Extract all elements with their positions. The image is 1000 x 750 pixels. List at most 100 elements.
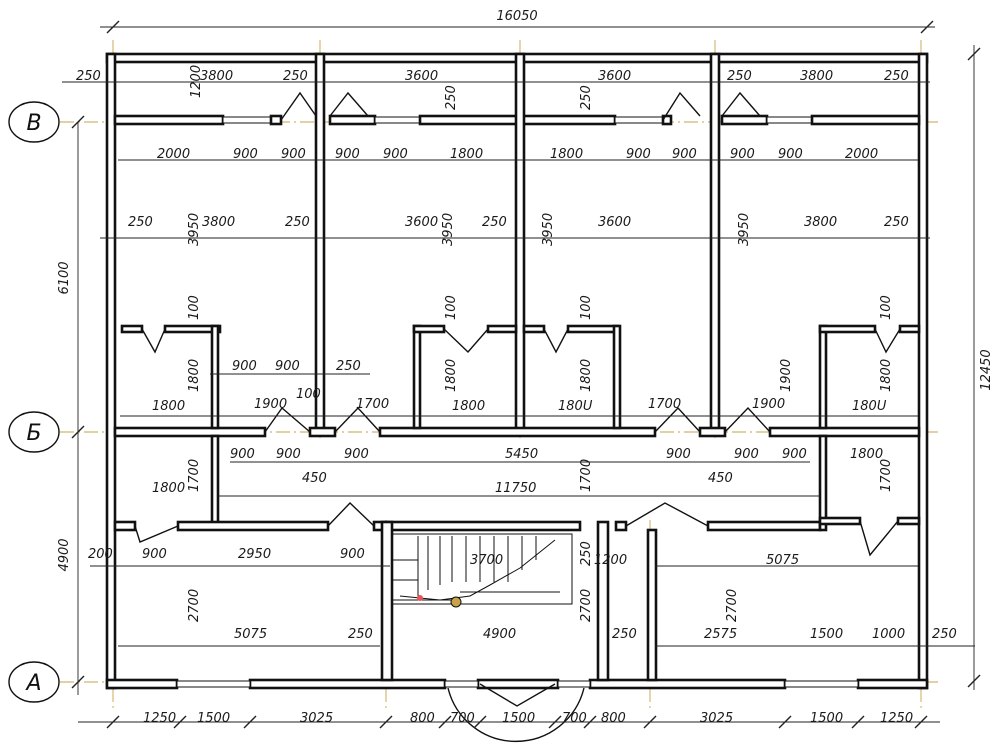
row3-dim-9: 3950 [737, 213, 752, 246]
row3-dim-8: 3600 [598, 215, 631, 230]
closet-1800v-0: 1800 [187, 359, 202, 392]
row3-dim-4: 3600 [405, 215, 438, 230]
bottom-dim-5: 1500 [502, 711, 535, 726]
bottom-dim-10: 1250 [880, 711, 913, 726]
bottom-dim-6: 700 [562, 711, 587, 726]
top-dim-0: 250 [76, 69, 101, 84]
closet-100-3: 100 [879, 295, 894, 320]
low2-dim-5: 250 [612, 627, 637, 642]
bottom-dimensions: 1250 1500 3025 800 700 1500 700 800 3025… [143, 711, 913, 726]
closet-100-2: 100 [579, 295, 594, 320]
corr2-dim-2: 11750 [495, 481, 536, 496]
corridor-row1-dimensions: 900 900 450 900 5450 900 450 900 900 180… [230, 447, 883, 486]
doors [134, 91, 901, 743]
low1-dim-5: 250 [579, 541, 594, 566]
closet-100-1: 100 [444, 295, 459, 320]
bottom-dim-2: 3025 [300, 711, 333, 726]
closet-1800h-0: 1800 [152, 399, 185, 414]
top-dim-3: 250 [283, 69, 308, 84]
top-dim-9: 3800 [800, 69, 833, 84]
dimension-lines [62, 20, 981, 729]
bottom-dim-4: 700 [450, 711, 475, 726]
closet-1800h-3: 180U [852, 399, 887, 414]
row3-dim-11: 250 [884, 215, 909, 230]
top-dim-10: 250 [884, 69, 909, 84]
corr2-dim-4: 1700 [879, 459, 894, 492]
row2-dim-0: 2000 [157, 147, 190, 162]
mid-dim-1: 900 [275, 359, 300, 374]
row3-dim-0: 250 [128, 215, 153, 230]
low2-dim-3: 4900 [483, 627, 516, 642]
closet-100-0: 100 [187, 295, 202, 320]
row2-dim-11: 2000 [845, 147, 878, 162]
row3-dim-7: 3950 [541, 213, 556, 246]
lower-row2-dimensions: 2700 5075 250 4900 2700 250 2700 2575 15… [187, 589, 957, 642]
low1-dim-2: 2950 [238, 547, 271, 562]
low2-dim-4: 2700 [579, 589, 594, 622]
total-width-label: 16050 [496, 9, 537, 24]
low2-dim-7: 2575 [704, 627, 737, 642]
row2-dim-10: 900 [778, 147, 803, 162]
mid-dim-7: 1900 [752, 397, 785, 412]
mid-dim-6: 1700 [648, 397, 681, 412]
closet-1800h-2: 180U [558, 399, 593, 414]
closet-1800v-1: 1800 [444, 359, 459, 392]
top-dim-6: 3600 [598, 69, 631, 84]
corr1-dim-7: 900 [734, 447, 759, 462]
bottom-dim-0: 1250 [143, 711, 176, 726]
corr1-dim-2: 450 [302, 471, 327, 486]
top-dim-7: 250 [579, 85, 594, 110]
corr1-dim-8: 900 [782, 447, 807, 462]
corr1-dim-6: 450 [708, 471, 733, 486]
row2-dim-9: 900 [730, 147, 755, 162]
axis-bubbles: В Б А [8, 101, 60, 703]
row2-dim-8: 900 [672, 147, 697, 162]
row3-dim-2: 3800 [202, 215, 235, 230]
top-dim-5: 250 [444, 85, 459, 110]
left-lower-label: 4900 [57, 538, 72, 571]
row3-dim-6: 250 [482, 215, 507, 230]
row2-dim-6: 1800 [550, 147, 583, 162]
row2-dim-3: 900 [335, 147, 360, 162]
mid-dim-5: 1700 [356, 397, 389, 412]
closet-1800v-3: 1800 [879, 359, 894, 392]
low1-dim-0: 200 [88, 547, 113, 562]
corr1-dim-3: 900 [344, 447, 369, 462]
corr1-dim-9: 1800 [850, 447, 883, 462]
top-row-dimensions: 250 1200 3800 250 3600 250 3600 250 250 … [76, 65, 909, 110]
low2-dim-2: 250 [348, 627, 373, 642]
closet-1800v-2: 1800 [579, 359, 594, 392]
axis-label-b: Б [26, 421, 41, 446]
low2-dim-8: 1500 [810, 627, 843, 642]
low2-dim-10: 250 [932, 627, 957, 642]
closet-dimensions: 100 100 100 100 1800 1800 1800 1800 1800… [152, 295, 894, 414]
bottom-dim-1: 1500 [197, 711, 230, 726]
low1-dim-4: 3700 [470, 553, 503, 568]
lower-row1-dimensions: 200 900 2950 900 3700 250 1200 5075 [88, 541, 799, 568]
stair-start-dot-icon [417, 595, 423, 601]
row3-dim-10: 3800 [804, 215, 837, 230]
mid-dim-2: 250 [336, 359, 361, 374]
low2-dim-9: 1000 [872, 627, 905, 642]
stair-marker-icon [450, 596, 462, 608]
low2-dim-1: 5075 [234, 627, 267, 642]
bottom-dim-9: 1500 [810, 711, 843, 726]
mid-dim-3: 100 [296, 387, 321, 402]
axis-label-a: А [24, 671, 41, 696]
row3-dimensions: 250 3950 3800 250 3600 3950 250 3950 360… [128, 213, 909, 246]
row2-dim-2: 900 [281, 147, 306, 162]
low1-dim-1: 900 [142, 547, 167, 562]
corr2-dim-0: 1800 [152, 481, 185, 496]
corr1-dim-4: 5450 [505, 447, 538, 462]
corr1-dim-0: 900 [230, 447, 255, 462]
low2-dim-0: 2700 [187, 589, 202, 622]
bottom-dim-7: 800 [601, 711, 626, 726]
corridor-row2-dimensions: 1800 1700 11750 1700 1700 [152, 459, 894, 496]
row3-dim-5: 3950 [441, 213, 456, 246]
row2-dim-5: 1800 [450, 147, 483, 162]
top-dim-1: 1200 [189, 65, 204, 98]
low1-dim-6: 1200 [594, 553, 627, 568]
row2-dim-1: 900 [233, 147, 258, 162]
low2-dim-6: 2700 [725, 589, 740, 622]
